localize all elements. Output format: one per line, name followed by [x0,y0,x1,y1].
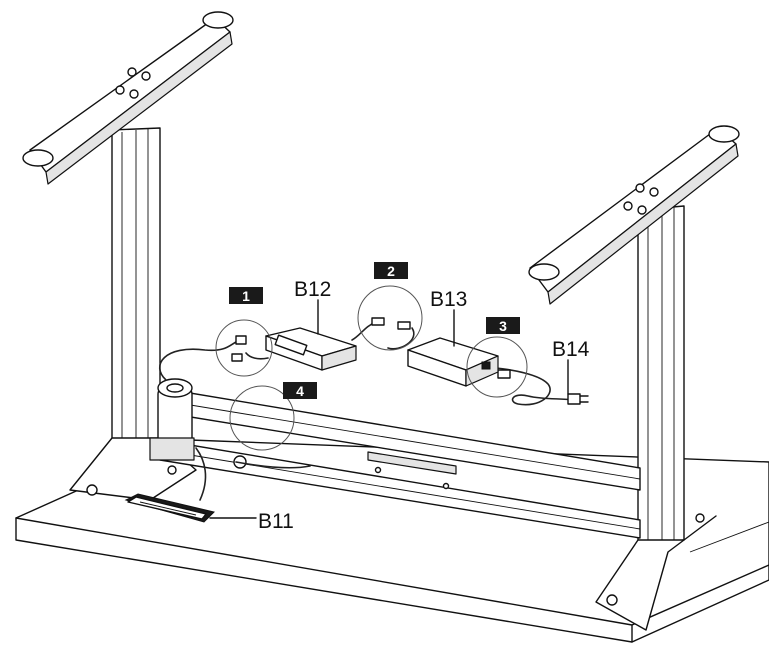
part-label-b11: B11 [258,510,294,533]
part-label-b12: B12 [294,278,331,301]
connectors [231,317,511,379]
cables [159,321,575,501]
cross-beams [159,387,641,539]
circle-step-2 [357,285,423,351]
b13-box [407,337,499,387]
part-label-b13: B13 [430,288,467,311]
step-badge-3: 3 [486,317,520,334]
step-number: 4 [296,383,304,399]
step-number: 3 [499,318,507,334]
right-leg [595,205,717,631]
b14-plug [567,393,589,405]
circle-step-1 [215,319,273,377]
step-badge-4: 4 [283,382,317,399]
left-top-bracket [22,11,234,185]
step-number: 2 [387,263,395,279]
step-number: 1 [242,288,250,304]
b11-hand-control [124,493,215,523]
step-badge-2: 2 [374,262,408,279]
part-label-b14: B14 [552,338,590,361]
circle-step-3 [466,336,528,398]
highlight-circles [215,285,528,451]
leader-lines [209,299,569,519]
right-top-bracket [528,125,740,305]
b12-box [265,327,357,371]
left-leg [69,127,197,501]
step-badge-1: 1 [229,287,263,304]
motor-unit [149,378,247,469]
circle-step-4 [229,385,295,451]
